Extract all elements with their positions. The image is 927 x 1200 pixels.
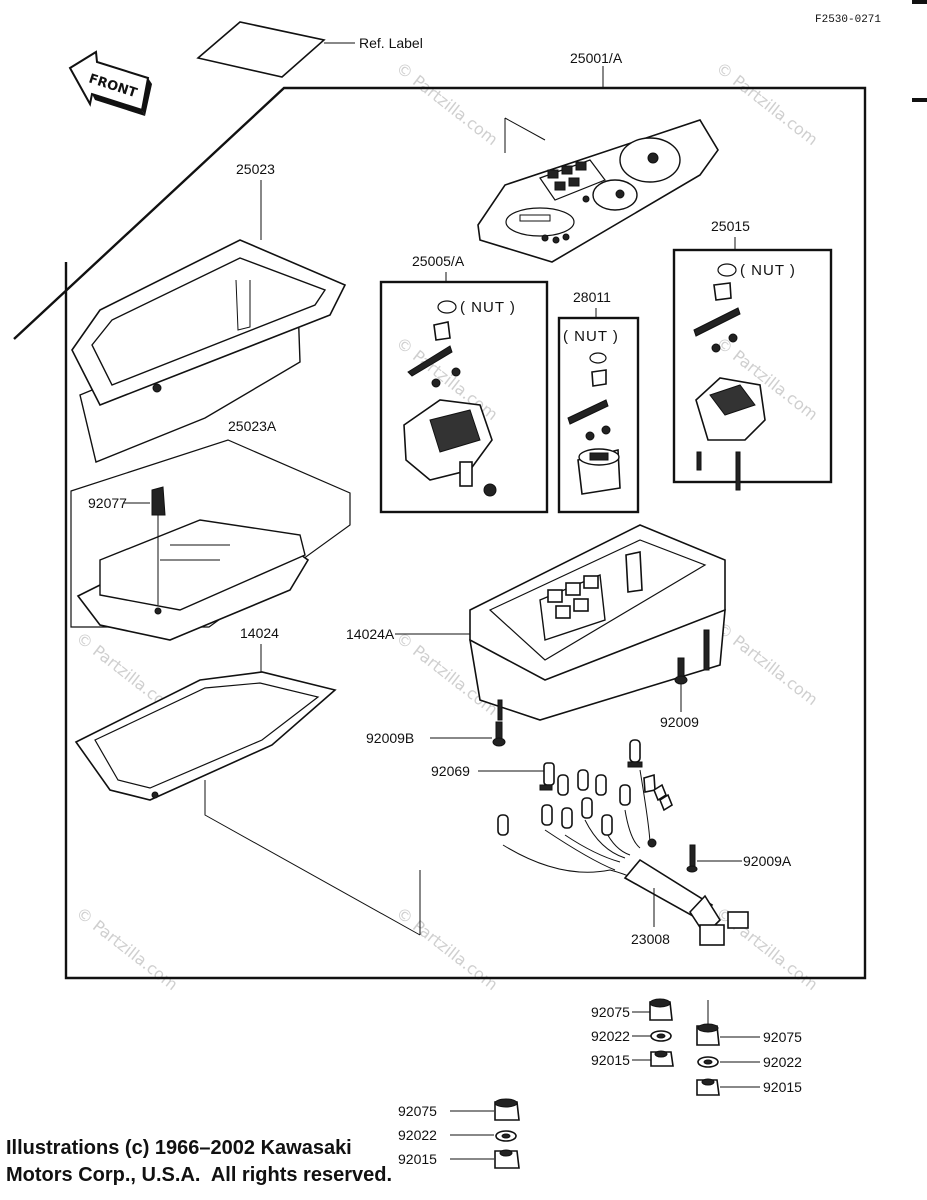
part-92022: 92022 (591, 1028, 630, 1044)
nut-label: ( NUT ) (563, 328, 619, 345)
ref-label-part: Ref. Label (196, 21, 423, 78)
lens-cover-part (76, 519, 310, 641)
gauge-28011-box (557, 316, 640, 514)
meter-case-part (469, 524, 726, 721)
part-28011: 28011 (573, 289, 611, 305)
lens-group-outline (70, 439, 351, 628)
copyright-notice: Illustrations (c) 1966–2002 Kawasaki Mot… (6, 1135, 392, 1189)
front-arrow: FRONT (68, 50, 152, 116)
assembly-outline (13, 86, 867, 980)
nut-icon (437, 300, 457, 314)
part-92015: 92015 (398, 1151, 437, 1167)
watermark: © Partzilla.com (393, 58, 502, 149)
watermark: © Partzilla.com (73, 903, 182, 994)
leader-line (204, 780, 421, 936)
screw-92009A (686, 844, 698, 873)
nut-label: ( NUT ) (740, 262, 796, 279)
mount-stack-c: 92075 92022 92015 (398, 1098, 520, 1169)
watermark: © Partzilla.com (713, 58, 822, 149)
part-92015: 92015 (591, 1052, 630, 1068)
part-25023: 25023 (236, 161, 275, 177)
tachometer-box (672, 248, 833, 484)
tachometer-part (693, 282, 766, 491)
watermark: © Partzilla.com (713, 618, 822, 709)
part-92075: 92075 (591, 1004, 630, 1020)
grommet-92077 (151, 486, 166, 605)
bulbs-92069 (497, 739, 643, 836)
visor-part (71, 239, 347, 463)
speedometer-part (403, 321, 497, 497)
part-14024: 14024 (240, 625, 279, 641)
edge-mark (912, 0, 927, 4)
part-92009: 92009 (660, 714, 699, 730)
part-25005A: 25005/A (412, 253, 465, 269)
copyright-line-1: Illustrations (c) 1966–2002 Kawasaki (6, 1137, 352, 1159)
part-92009A: 92009A (743, 853, 792, 869)
mount-stack-b: 92075 92022 92015 (696, 1000, 802, 1096)
part-92022: 92022 (763, 1054, 802, 1070)
part-92022: 92022 (398, 1127, 437, 1143)
diagram-code: F2530-0271 (815, 14, 881, 26)
faceplate-panel (477, 119, 719, 263)
screw-92009B (492, 721, 506, 747)
nut-icon (717, 263, 737, 277)
part-92077: 92077 (88, 495, 127, 511)
part-25023A: 25023A (228, 418, 277, 434)
part-25001A: 25001/A (570, 50, 623, 66)
part-23008: 23008 (631, 931, 670, 947)
part-92009B: 92009B (366, 730, 414, 746)
mount-stack-a: 92075 92022 92015 (591, 998, 674, 1068)
nut-label: ( NUT ) (460, 299, 516, 316)
part-92075: 92075 (763, 1029, 802, 1045)
wiring-harness-part (502, 769, 749, 946)
watermark: © Partzilla.com (393, 903, 502, 994)
leader-line (504, 117, 546, 141)
part-25015: 25015 (711, 218, 750, 234)
part-92069: 92069 (431, 763, 470, 779)
part-92075: 92075 (398, 1103, 437, 1119)
speedometer-box (379, 280, 549, 514)
edge-mark (912, 98, 927, 102)
gasket-part (74, 671, 337, 801)
part-14024A: 14024A (346, 626, 395, 642)
gauge-28011-part (567, 352, 621, 495)
part-92015: 92015 (763, 1079, 802, 1095)
copyright-line-2: Motors Corp., U.S.A. All rights reserved… (6, 1164, 392, 1186)
ref-label: Ref. Label (359, 35, 423, 51)
